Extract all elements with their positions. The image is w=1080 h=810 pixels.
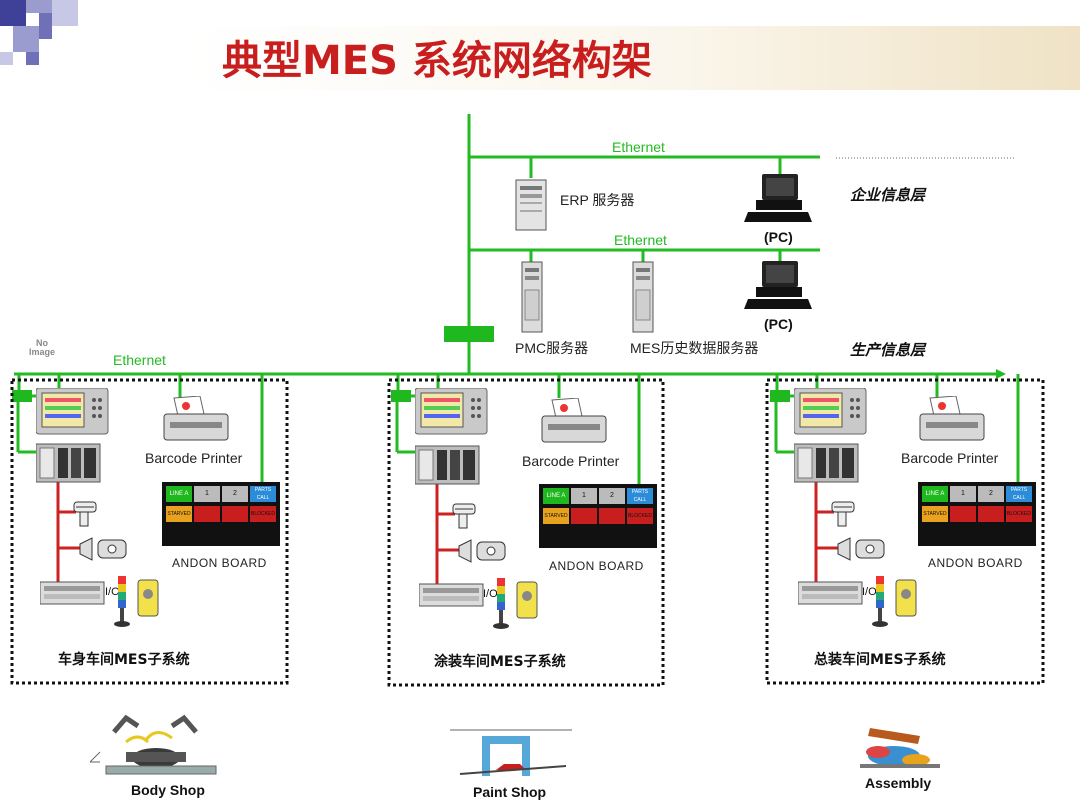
barcode-scanner-icon	[73, 501, 97, 527]
pmc-server-icon	[521, 261, 543, 333]
ethernet-label-mid: Ethernet	[614, 232, 667, 248]
andon-blocked-tile: BLOCKED	[250, 506, 276, 522]
erp-server-label: ERP 服务器	[560, 192, 635, 208]
andon-starved-tile: STARVED	[166, 506, 192, 522]
ethernet-label-top: Ethernet	[612, 139, 665, 155]
pmc-server-label: PMC服务器	[515, 340, 589, 356]
plc-rack-icon	[794, 443, 859, 483]
andon-red-tile-2	[599, 508, 625, 524]
hmi-panel-icon	[36, 388, 109, 435]
cell-switch-2	[391, 390, 411, 402]
andon-tile-2: 2	[222, 486, 248, 502]
andon-starved-tile: STARVED	[543, 508, 569, 524]
pc-icon-enterprise	[744, 174, 812, 222]
assembly-label: Assembly	[865, 775, 932, 791]
andon-tile-1: 1	[571, 488, 597, 504]
stack-light-icon	[493, 578, 538, 629]
andon-blocked-tile: BLOCKED	[1006, 506, 1032, 522]
andon-tile-2: 2	[599, 488, 625, 504]
cell-borders	[10, 378, 1045, 687]
page-title: 典型MES 系统网络构架	[222, 38, 652, 84]
andon-call-tile: PARTS CALL	[627, 488, 653, 504]
andon-starved-tile: STARVED	[922, 506, 948, 522]
subsystem-label: 总装车间MES子系统	[814, 652, 946, 668]
history-server-label: MES历史数据服务器	[630, 340, 759, 356]
body-shop-illustration	[89, 714, 217, 775]
io-module-icon	[798, 581, 863, 605]
stack-light-icon	[872, 576, 917, 627]
no-image-placeholder: No Image	[28, 338, 55, 357]
ethernet-label-main: Ethernet	[113, 352, 166, 368]
andon-red-tile-2	[222, 506, 248, 522]
andon-call-tile: PARTS CALL	[1006, 486, 1032, 502]
cell-switch-3	[770, 390, 790, 402]
history-server-icon	[632, 261, 654, 333]
andon-board-label: ANDON BOARD	[928, 556, 1023, 570]
barcode-printer-label: Barcode Printer	[522, 453, 620, 469]
io-label: I/O	[862, 586, 877, 598]
andon-tile-1: 1	[194, 486, 220, 502]
stack-light-icon	[114, 576, 159, 627]
barcode-scanner-icon	[831, 501, 855, 527]
barcode-printer-label: Barcode Printer	[145, 450, 243, 466]
pc-label-enterprise: (PC)	[764, 229, 793, 245]
andon-line-tile: LINE A	[166, 486, 192, 502]
barcode-scanner-icon	[452, 503, 476, 529]
andon-call-tile: PARTS CALL	[250, 486, 276, 502]
plc-rack-icon	[415, 445, 480, 485]
erp-server-icon	[515, 179, 547, 231]
paint-shop-label: Paint Shop	[473, 784, 547, 800]
andon-red-tile-1	[571, 508, 597, 524]
andon-blocked-tile: BLOCKED	[627, 508, 653, 524]
andon-line-tile: LINE A	[543, 488, 569, 504]
io-module-icon	[40, 581, 105, 605]
andon-board: LINE A 1 2 PARTS CALL STARVED BLOCKED	[162, 482, 280, 546]
andon-tile-2: 2	[978, 486, 1004, 502]
speaker-horn-icon	[458, 539, 506, 563]
io-label: I/O	[483, 588, 498, 600]
io-label: I/O	[105, 586, 120, 598]
pc-icon-production	[744, 261, 812, 309]
network-switch	[444, 326, 494, 342]
andon-tile-1: 1	[950, 486, 976, 502]
andon-board-label: ANDON BOARD	[172, 556, 267, 570]
fieldbus-lines	[56, 482, 838, 584]
paint-shop-illustration	[450, 729, 572, 776]
barcode-printer-icon	[919, 396, 985, 441]
subsystem-label: 车身车间MES子系统	[58, 652, 190, 668]
barcode-printer-label: Barcode Printer	[901, 450, 999, 466]
andon-line-tile: LINE A	[922, 486, 948, 502]
andon-board: LINE A 1 2 PARTS CALL STARVED BLOCKED	[539, 484, 657, 548]
ethernet-lines	[14, 114, 1020, 484]
andon-red-tile-1	[950, 506, 976, 522]
andon-red-tile-1	[194, 506, 220, 522]
hmi-panel-icon	[415, 388, 488, 435]
title-bar	[190, 26, 1080, 90]
speaker-horn-icon	[837, 537, 885, 561]
io-module-icon	[419, 583, 484, 607]
barcode-printer-icon	[163, 396, 229, 441]
andon-red-tile-2	[978, 506, 1004, 522]
plc-rack-icon	[36, 443, 101, 483]
body-shop-label: Body Shop	[131, 782, 205, 798]
ethernet-arrow	[996, 369, 1006, 379]
speaker-horn-icon	[79, 537, 127, 561]
enterprise-layer-label: 企业信息层	[850, 186, 926, 204]
andon-board: LINE A 1 2 PARTS CALL STARVED BLOCKED	[918, 482, 1036, 546]
production-layer-label: 生产信息层	[850, 341, 926, 359]
cell-switch-1	[12, 390, 32, 402]
andon-board-label: ANDON BOARD	[549, 559, 644, 573]
pc-label-production: (PC)	[764, 316, 793, 332]
barcode-printer-icon	[541, 398, 607, 443]
assembly-illustration	[860, 728, 940, 768]
hmi-panel-icon	[794, 388, 867, 435]
subsystem-label: 涂装车间MES子系统	[434, 654, 566, 670]
